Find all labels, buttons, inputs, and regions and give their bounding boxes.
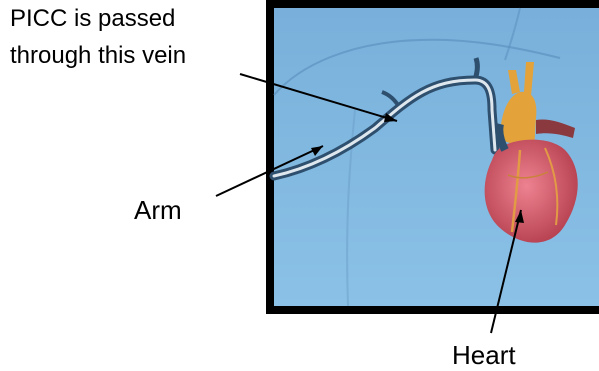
jugular-vein (475, 58, 477, 80)
heart-label: Heart (452, 342, 516, 368)
arm-label: Arm (134, 197, 182, 223)
picc-label-line-1: PICC is passed (10, 7, 175, 31)
picc-label-line-2: through this vein (10, 44, 186, 68)
